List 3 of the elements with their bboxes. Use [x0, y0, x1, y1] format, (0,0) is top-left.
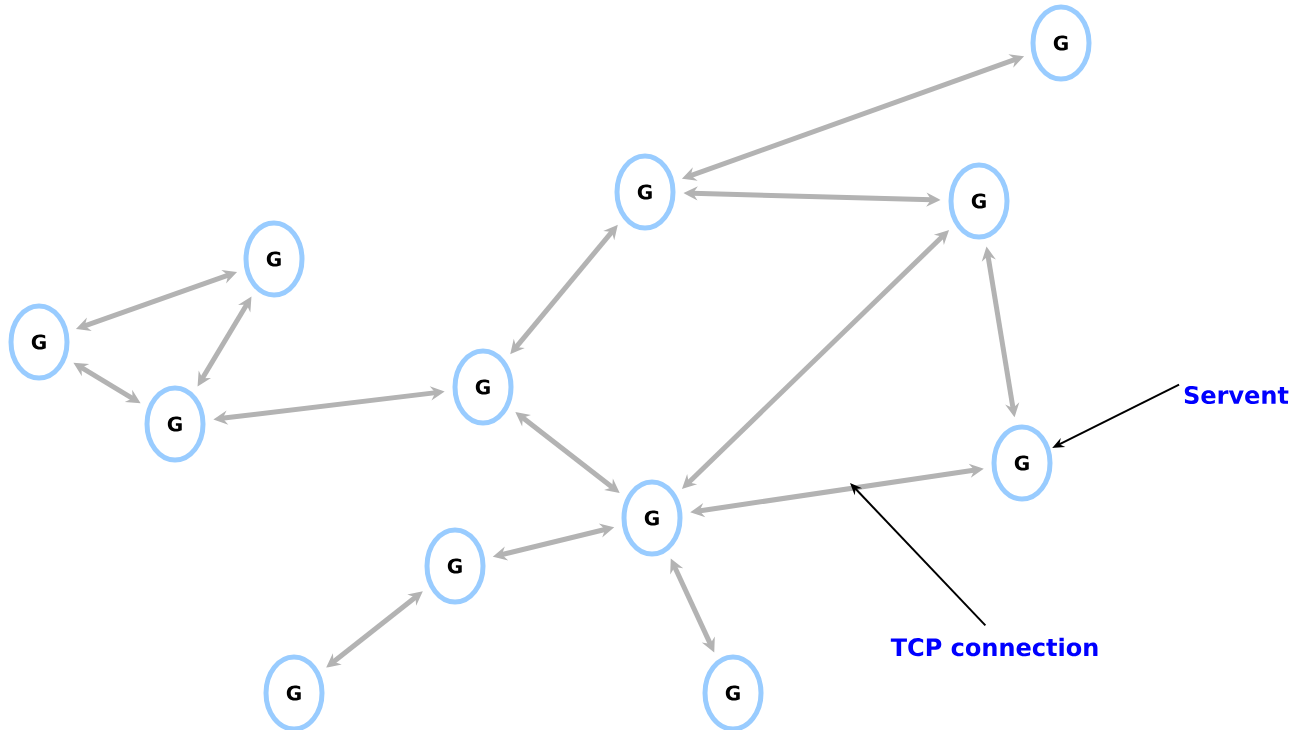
leader-arrow [850, 483, 987, 627]
callout-label: TCP connection [890, 637, 1098, 657]
callout-label: Servent [1184, 385, 1289, 405]
